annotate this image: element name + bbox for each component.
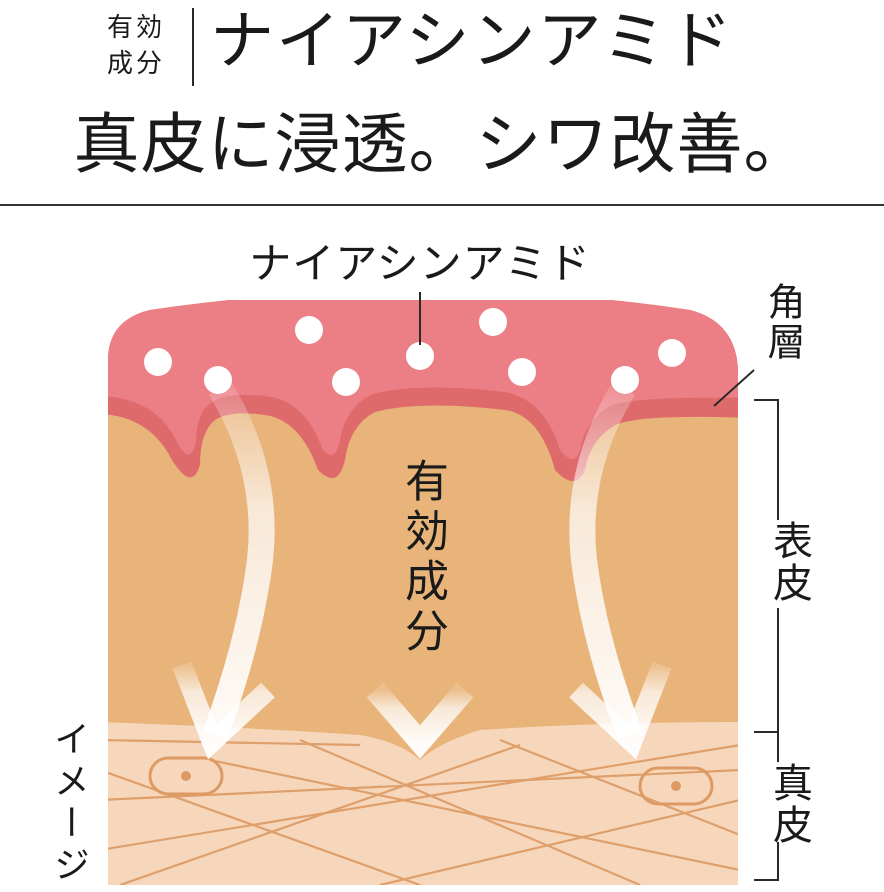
dermis-layer: [108, 722, 738, 885]
penetration-arrow-left: [172, 381, 275, 760]
ingredient-label: ナイアシンアミド: [249, 239, 591, 288]
active-ingredient-label: 有効成分: [397, 458, 448, 658]
stratum-corneum-leader-line: [713, 369, 755, 407]
ingredient-title: ナイアシンアミド: [210, 5, 735, 79]
active-ingredient-tag: 有効成分: [106, 13, 165, 79]
header-rule: [0, 204, 884, 206]
epidermis-label: 表皮: [766, 520, 812, 604]
header: 有効成分 ナイアシンアミド 真皮に浸透。シワ改善。: [0, 0, 884, 206]
penetration-arrow-right: [569, 381, 672, 760]
penetration-arrow-center: [366, 370, 474, 759]
image-note: イメージ: [48, 720, 89, 888]
headline: 真皮に浸透。シワ改善。: [73, 106, 811, 183]
dermis-cell-right: [638, 766, 714, 806]
header-divider: [192, 8, 194, 86]
stratum-corneum-label: 角層: [761, 282, 805, 362]
dermis-cell-left: [148, 756, 224, 796]
dermis-label: 真皮: [766, 762, 812, 846]
layer-bracket: [754, 399, 779, 881]
